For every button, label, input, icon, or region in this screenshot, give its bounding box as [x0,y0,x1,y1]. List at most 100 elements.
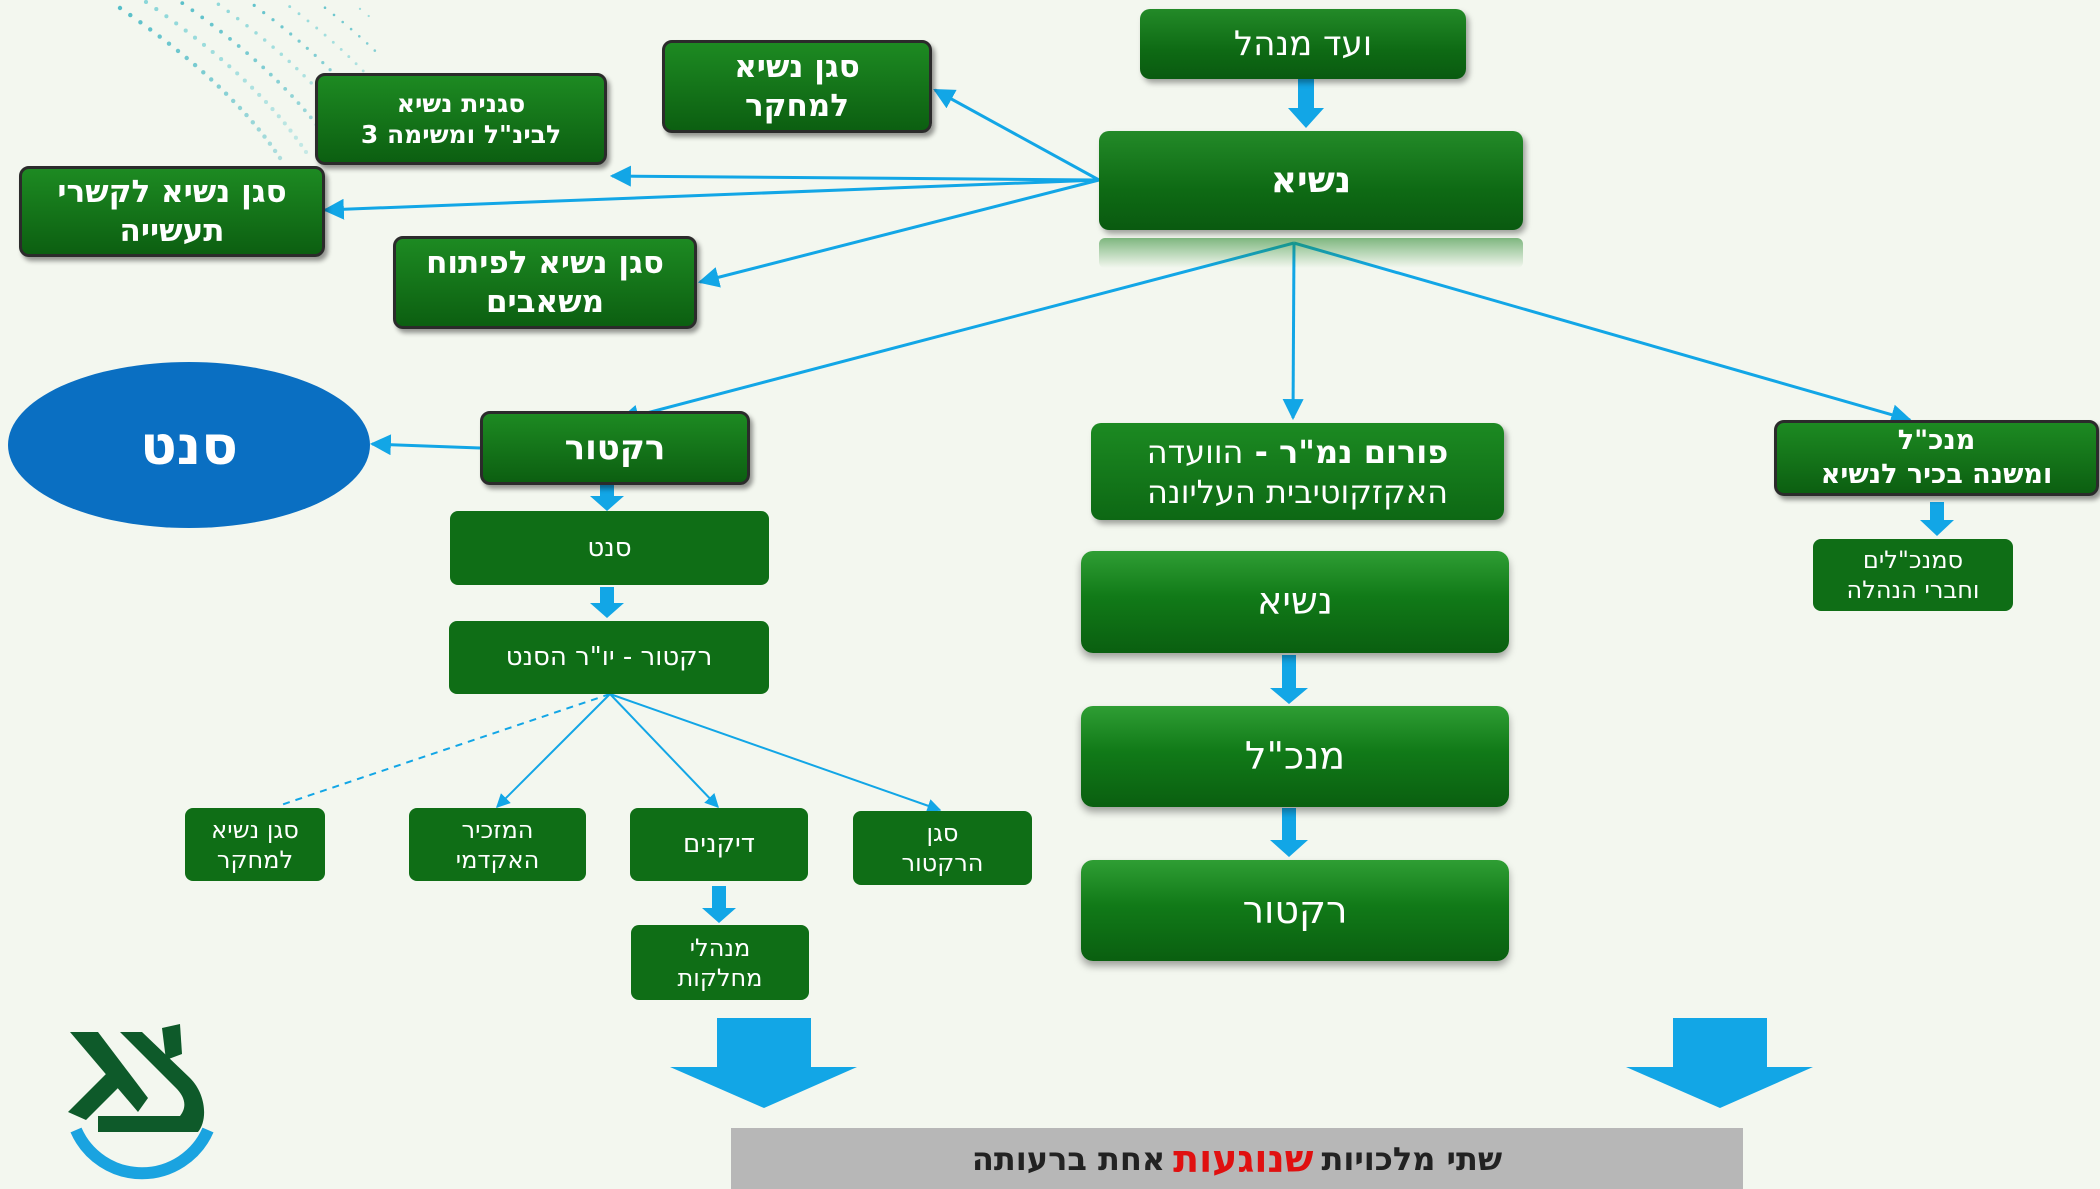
logo-stroke-2 [98,1032,205,1132]
vp-resources-box: סגן נשיא לפיתוח משאבים [393,236,697,329]
decorative-dot [183,28,188,33]
decorative-dot [245,51,250,55]
decorative-dot [373,49,377,52]
director-general-label: מנכ"ל ומשנה בכיר לנשיא [1820,425,2053,490]
decorative-dot [290,94,294,98]
decorative-dot [321,61,325,65]
decorative-dot [331,40,335,44]
decorative-dot [268,72,273,77]
decorative-dot [272,148,278,154]
decorative-dot [349,27,353,31]
caption-part2: אחת ברעותה [971,1139,1166,1178]
decorative-dot [289,32,293,36]
decorative-dot [166,41,172,46]
decorative-dot [277,155,283,161]
decorative-dot [143,0,149,5]
president-reflection [1099,238,1523,268]
logo-arc [70,1127,214,1180]
decorative-dot [297,39,301,43]
senate-label: סנט [587,532,632,563]
decorative-dot [236,44,241,48]
decorative-dot [296,101,301,105]
president-label: נשיא [1270,160,1352,201]
vp-resources-label: סגן נשיא לפיתוח משאבים [426,244,664,320]
decorative-dot [306,19,310,23]
decorative-dot [138,20,143,25]
decorative-dot [315,26,319,30]
vice-rector-box: סגן הרקטור [853,811,1032,885]
logo-stroke-3 [162,1024,182,1060]
forum-label-rest: הוועדה האקזקוטיבית העליונה [1146,432,1448,511]
decorative-dot [148,27,153,32]
decorative-dot [174,21,179,26]
deputy-directors-label: סמנכ"לים וחברי הנהלה [1846,546,1980,604]
decorative-dot [354,62,358,66]
decorative-dot [279,52,284,57]
forum-president-label: נשיא [1256,579,1334,624]
decorative-dot [128,12,133,18]
decorative-dot [219,29,223,34]
decorative-dot [361,69,365,73]
deputy-directors-box: סמנכ"לים וחברי הנהלה [1813,539,2013,611]
decorative-dot [262,38,267,42]
decorative-dot [282,121,287,126]
dept-heads-label: מנהלי מחלקות [677,933,763,992]
decorative-dot [299,142,304,147]
decorative-dot [117,5,123,11]
decorative-dot [283,87,288,91]
decorative-dot [267,141,273,146]
arrow-to-academic-secretary [496,693,611,808]
decorative-dot [339,47,343,51]
deans-box: דיקנים [630,808,808,881]
decorative-dot [309,81,313,85]
decorative-dot [210,49,215,55]
decorative-dot [250,85,255,90]
decorative-dot [227,64,232,69]
arrow-to-vp-research [933,88,1100,182]
decorative-dot [263,99,269,105]
bottom-caption: שתי מלכויות שנוגעות אחת ברעותה [731,1128,1743,1189]
dashed-line-to-vp-research [277,693,611,807]
vp-international-box: סגנית נשיא לבינ"ל ומשימה 3 [315,73,607,165]
decorative-dot [367,14,370,18]
decorative-dot [270,107,275,112]
forum-rector-box: רקטור [1081,860,1509,961]
senate-ellipse: סנט [8,362,370,528]
board-box: ועד מנהל [1140,9,1466,79]
down-arrow-forum-director-rector [1270,808,1308,857]
forum-label-bold: פורום נמ"ר - [1243,432,1449,471]
decorative-dot [201,42,207,47]
decorative-dot [276,79,280,84]
large-down-arrow-left [670,1018,857,1108]
decorative-dot [302,73,306,78]
decorative-dot [216,84,221,89]
decorative-dot [302,108,307,113]
decorative-dot [341,20,345,24]
arrow-to-vp-resources [697,178,1100,288]
decorative-dot [256,127,261,132]
decorative-dot [280,25,284,29]
decorative-dot [257,92,262,97]
decorative-dot [245,23,249,28]
decorative-dot [262,11,266,15]
decorative-dot [271,18,275,22]
decorative-dot [175,48,181,54]
decorative-dot [192,35,198,40]
decorative-dot [219,57,224,62]
down-arrow-deans-heads [702,886,736,923]
forum-president-box: נשיא [1081,551,1509,653]
decorative-dot [261,65,266,70]
decorative-dot [347,55,351,59]
rector-box: רקטור [480,411,750,485]
decorative-dot [303,149,309,155]
decorative-dot [365,42,369,45]
decorative-dot [235,16,240,21]
down-arrow-rector-senate [590,480,624,511]
decorative-dot [313,53,317,58]
deans-label: דיקנים [683,829,755,860]
decorative-dot [253,58,258,63]
arrow-to-senate-ellipse [369,434,481,456]
decorative-dot [250,120,255,125]
decorative-dot [262,134,267,139]
